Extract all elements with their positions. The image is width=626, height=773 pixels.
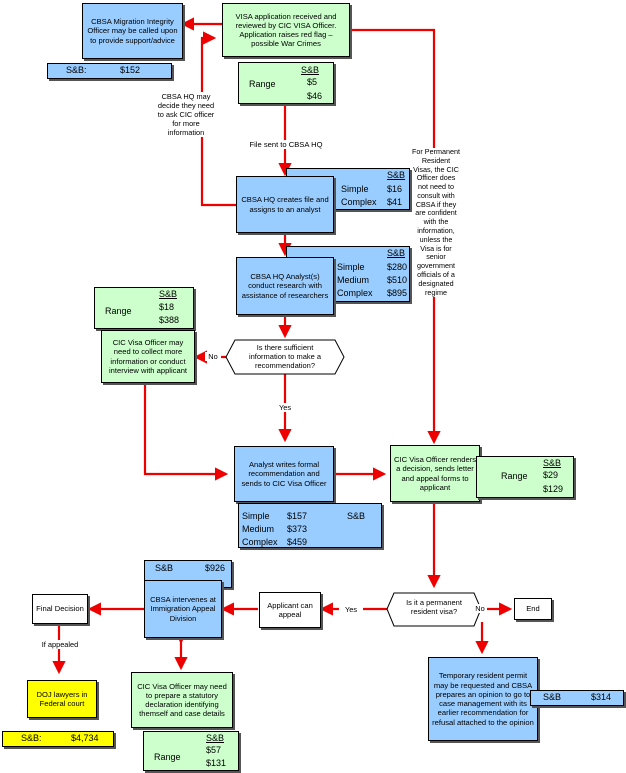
- hq-may-decide-label: CBSA HQ may decide they need to ask CIC …: [156, 92, 216, 138]
- sb-label: S&B: [347, 511, 366, 521]
- diamond-permanent: [386, 592, 482, 627]
- arrow-collect-to-analyst: [143, 384, 229, 481]
- simple-label: Simple: [341, 184, 369, 194]
- cic-collect-box: CIC Visa Officer may need to collect mor…: [101, 330, 195, 383]
- simple-label: Simple: [337, 262, 365, 272]
- temp-permit-cost: S&B $314: [530, 690, 624, 706]
- yes-left-label: Yes: [339, 605, 363, 615]
- cost-value: $895: [387, 288, 408, 298]
- no-right-label: No: [473, 604, 487, 614]
- cost-value: $57: [206, 745, 222, 755]
- end-box: End: [514, 598, 552, 620]
- analyst-cost: Simple $157 Medium $373 Complex $459 S&B: [238, 503, 382, 548]
- doj-box: DOJ lawyers in Federal court: [27, 680, 97, 718]
- cost-value: $5: [307, 77, 318, 87]
- cost-value: $18: [159, 302, 175, 312]
- temp-permit-box: Temporary resident permit may be request…: [428, 657, 538, 741]
- permanent-question: Is it a permanent resident visa?: [406, 598, 462, 616]
- analyst-writes-text: Analyst writes formal recommendation and…: [241, 460, 327, 488]
- cost-value: $152: [120, 65, 141, 75]
- visa-range-cost: S&B Range $5 $46: [238, 62, 334, 104]
- hq-research-text: CBSA HQ Analyst(s) conduct research with…: [241, 272, 329, 300]
- visa-application-text: VISA application received and reviewed b…: [235, 11, 337, 49]
- cost-value: $4,734: [71, 733, 99, 743]
- doj-text: DOJ lawyers in Federal court: [36, 689, 88, 708]
- sb-label: S&B:: [66, 65, 87, 75]
- sb-label: S&B: [387, 170, 406, 180]
- cost-value: $926: [205, 563, 226, 573]
- cost-value: $388: [159, 315, 180, 325]
- cost-value: $314: [591, 692, 612, 702]
- cbsa-intervenes-text: CBSA intervenes at Immigration Appeal Di…: [150, 595, 216, 623]
- cost-value: $373: [287, 524, 308, 534]
- cost-value: $131: [206, 758, 227, 768]
- range-label: Range: [154, 752, 181, 762]
- complex-label: Complex: [242, 537, 278, 547]
- statutory-range-cost: S&B Range $57 $131: [143, 731, 239, 771]
- medium-label: Medium: [242, 524, 275, 534]
- complex-label: Complex: [341, 197, 377, 207]
- complex-label: Complex: [337, 288, 373, 298]
- hq-research-box: CBSA HQ Analyst(s) conduct research with…: [236, 257, 334, 315]
- medium-label: Medium: [337, 275, 370, 285]
- yes-label: Yes: [272, 403, 298, 413]
- final-decision-box: Final Decision: [32, 594, 88, 624]
- sb-label: S&B: [155, 563, 174, 573]
- cost-value: $46: [307, 91, 323, 101]
- cbsa-intervenes-box: CBSA intervenes at Immigration Appeal Di…: [144, 580, 222, 638]
- cic-statutory-text: CIC Visa Officer may need to prepare a s…: [137, 681, 227, 719]
- if-appealed-label: If appealed: [36, 640, 84, 650]
- cost-value: $129: [543, 484, 564, 494]
- file-sent-label: File sent to CBSA HQ: [241, 140, 331, 150]
- cbsa-migration-cost: S&B: $152: [47, 63, 172, 79]
- simple-label: Simple: [242, 511, 270, 521]
- cost-value: $41: [387, 197, 403, 207]
- analyst-writes-box: Analyst writes formal recommendation and…: [234, 446, 334, 502]
- no-label: No: [205, 352, 221, 362]
- cost-value: $280: [387, 262, 408, 272]
- cic-decision-text: CIC Visa Officer renders a decision, sen…: [394, 455, 477, 492]
- arrow-visa-to-decision: [351, 28, 441, 445]
- hq-creates-file-text: CBSA HQ creates file and assigns to an a…: [241, 195, 329, 214]
- sb-label: S&B: [543, 692, 562, 702]
- range-label: Range: [105, 306, 132, 316]
- permanent-resident-note: For Permanent Resident Visas, the CIC Of…: [412, 147, 460, 298]
- cost-value: $510: [387, 275, 408, 285]
- applicant-appeal-box: Applicant can appeal: [259, 592, 321, 628]
- visa-application-box: VISA application received and reviewed b…: [222, 3, 350, 57]
- cost-value: $16: [387, 184, 403, 194]
- cic-collect-text: CIC Visa Officer may need to collect mor…: [108, 338, 188, 375]
- end-text: End: [526, 604, 540, 614]
- applicant-appeal-text: Applicant can appeal: [267, 600, 313, 619]
- range-label: Range: [501, 471, 528, 481]
- cic-statutory-box: CIC Visa Officer may need to prepare a s…: [131, 672, 233, 728]
- cost-value: $459: [287, 537, 308, 547]
- cbsa-migration-box: CBSA Migration Integrity Officer may be …: [82, 3, 183, 59]
- sb-label: S&B: [206, 733, 225, 743]
- collect-range-cost: S&B Range $18 $388: [94, 287, 194, 329]
- cost-value: $157: [287, 511, 308, 521]
- temp-permit-text: Temporary resident permit may be request…: [432, 671, 534, 727]
- sb-label: S&B: [301, 65, 320, 75]
- range-label: Range: [249, 79, 276, 89]
- diamond-sufficient: [225, 339, 345, 375]
- sb-label: S&B: [387, 248, 406, 258]
- decision-range-cost: S&B Range $29 $129: [476, 456, 574, 498]
- doj-cost: S&B: $4,734: [2, 731, 114, 747]
- sb-label: S&B:: [21, 733, 42, 743]
- cic-decision-box: CIC Visa Officer renders a decision, sen…: [390, 445, 480, 502]
- sufficient-info-question: Is there sufficient information to make …: [248, 343, 322, 370]
- sb-label: S&B: [543, 458, 562, 468]
- hq-creates-file-box: CBSA HQ creates file and assigns to an a…: [236, 176, 334, 233]
- cost-value: $29: [543, 470, 559, 480]
- sb-label: S&B: [159, 289, 178, 299]
- cbsa-migration-text: CBSA Migration Integrity Officer may be …: [87, 17, 178, 45]
- final-decision-text: Final Decision: [36, 604, 84, 614]
